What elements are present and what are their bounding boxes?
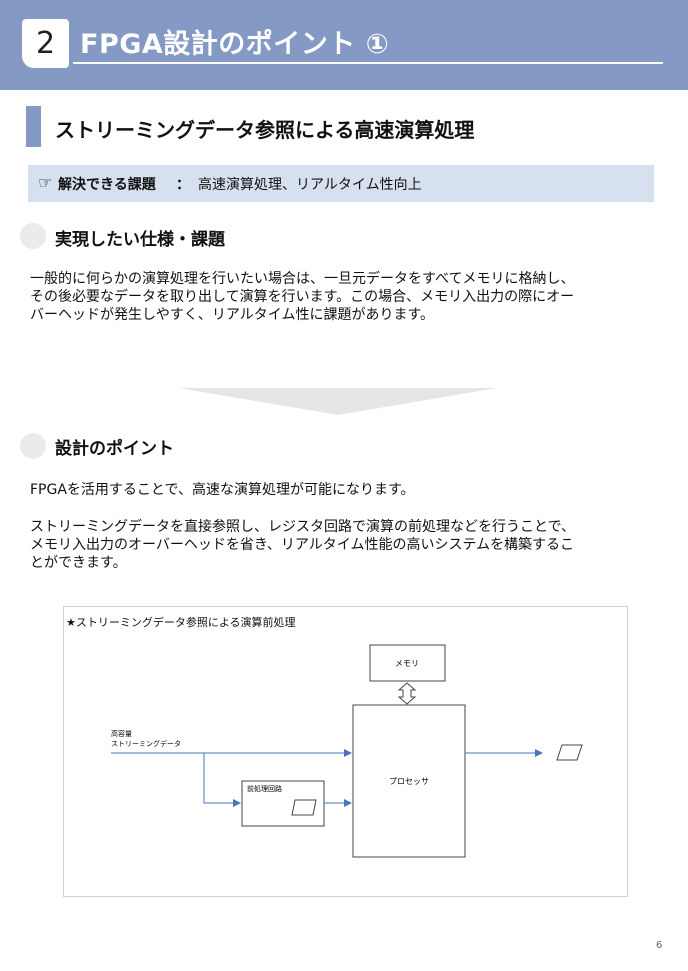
header-band: 2 FPGA設計のポイント ① xyxy=(0,0,688,90)
data-parallelogram-icon xyxy=(291,799,317,816)
header-underline xyxy=(73,62,663,64)
page-title: FPGA設計のポイント ① xyxy=(80,29,390,60)
pointing-hand-icon: ☞ xyxy=(38,173,53,192)
input-label-line1: 高容量 xyxy=(111,729,132,738)
bidirectional-arrow-icon xyxy=(397,682,417,705)
spec-body: 一般的に何らかの演算処理を行いたい場合は、一旦元データをすべてメモリに格納し、 … xyxy=(30,271,575,323)
preprocess-label: 前処理回路 xyxy=(247,784,282,793)
block-diagram: ★ストリーミングデータ参照による演算前処理 メモリ プロセッサ 前処理回路 高容… xyxy=(63,606,628,897)
subhead-accent-bar xyxy=(26,106,41,147)
memory-box xyxy=(369,644,446,682)
bullet-circle-icon xyxy=(20,433,46,459)
issue-label: 解決できる課題 xyxy=(58,177,156,193)
design-body-2: ストリーミングデータを直接参照し、レジスタ回路で演算の前処理などを行うことで、 … xyxy=(30,519,576,571)
processor-label: プロセッサ xyxy=(389,777,429,786)
issue-box: ☞ 解決できる課題 ： 高速演算処理、リアルタイム性向上 xyxy=(28,165,654,202)
down-arrow-icon xyxy=(179,388,497,415)
output-parallelogram-icon xyxy=(556,744,583,761)
page-number: 6 xyxy=(656,940,663,951)
spec-heading: 実現したい仕様・課題 xyxy=(55,230,225,250)
issue-text: 高速演算処理、リアルタイム性向上 xyxy=(198,177,422,193)
subhead-title: ストリーミングデータ参照による高速演算処理 xyxy=(55,118,475,142)
design-body-1: FPGAを活用することで、高速な演算処理が可能になります。 xyxy=(30,482,415,498)
memory-label: メモリ xyxy=(395,659,419,668)
diagram-canvas: メモリ プロセッサ 前処理回路 高容量 ストリーミングデータ xyxy=(111,644,583,858)
branch-arrow xyxy=(203,753,241,807)
design-heading: 設計のポイント xyxy=(55,439,174,459)
bullet-circle-icon xyxy=(20,223,46,249)
section-number: 2 xyxy=(22,19,69,68)
diagram-title: ★ストリーミングデータ参照による演算前処理 xyxy=(66,616,296,629)
issue-colon: ： xyxy=(176,177,190,193)
processor-box xyxy=(352,704,466,858)
input-label-line2: ストリーミングデータ xyxy=(111,739,181,748)
